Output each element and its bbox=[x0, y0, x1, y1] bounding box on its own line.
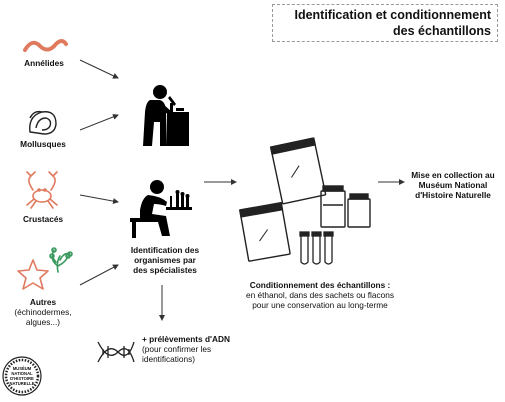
dna-line-1: + prélèvements d'ADN bbox=[142, 334, 230, 344]
identification-line-3: des spécialistes bbox=[133, 265, 197, 275]
dna-line-2: (pour confirmer les bbox=[142, 344, 212, 354]
label-collection: Mise en collection au Muséum National d'… bbox=[404, 170, 502, 200]
label-crustaces: Crustacés bbox=[22, 214, 64, 224]
shell-icon bbox=[29, 110, 57, 135]
logo-line-1: MUSÉUM bbox=[12, 366, 32, 371]
collection-line-3: d'Histoire Naturelle bbox=[415, 190, 491, 200]
flask-icon bbox=[347, 193, 371, 228]
logo-line-3: NATURELLE bbox=[9, 381, 35, 386]
sample-bag-icon bbox=[238, 201, 291, 262]
starfish-icon bbox=[17, 259, 49, 290]
label-autres-sub-2: algues...) bbox=[25, 317, 61, 327]
identification-line-1: Identification des bbox=[130, 245, 200, 255]
diagram-title-line-1: Identification et conditionnement bbox=[294, 8, 491, 22]
conditioning-title: Conditionnement des échantillons : bbox=[249, 280, 391, 290]
worm-icon bbox=[23, 39, 68, 52]
identification-line-2: organismes par bbox=[134, 255, 196, 265]
label-autres-sub-1: (échinodermes, bbox=[14, 307, 72, 317]
conditioning-line-3: pour une conservation au long-terme bbox=[252, 300, 388, 310]
diagram-title-line-2: des échantillons bbox=[393, 24, 491, 38]
scientist-microscope-icon bbox=[143, 85, 189, 146]
label-autres-title: Autres bbox=[29, 297, 57, 307]
tube-icon bbox=[299, 231, 334, 265]
arrow-mollusques bbox=[79, 114, 119, 131]
scientist-bench-icon bbox=[130, 180, 192, 238]
conditioning-line-2: en éthanol, dans des sachets ou flacons bbox=[245, 290, 395, 300]
sample-bag-icon bbox=[269, 137, 327, 205]
dna-line-3: identifications) bbox=[142, 354, 196, 364]
flask-icon bbox=[320, 185, 346, 228]
diagram-title-box: Identification et conditionnement des éc… bbox=[272, 4, 498, 42]
algae-icon bbox=[49, 247, 73, 273]
collection-line-1: Mise en collection au bbox=[411, 170, 495, 180]
museum-logo-text: MUSÉUM NATIONAL D'HISTOIRE NATURELLE bbox=[6, 366, 38, 386]
label-identification: Identification des organismes par des sp… bbox=[124, 245, 206, 275]
logo-line-2: NATIONAL D'HISTOIRE bbox=[10, 371, 34, 381]
label-annelides: Annélides bbox=[24, 58, 64, 68]
label-dna: + prélèvements d'ADN (pour confirmer les… bbox=[142, 334, 242, 364]
museum-logo bbox=[2, 356, 42, 396]
dna-icon bbox=[97, 341, 135, 363]
label-mollusques: Mollusques bbox=[20, 139, 66, 149]
label-conditioning: Conditionnement des échantillons : en ét… bbox=[232, 280, 408, 310]
arrow-crustaces bbox=[79, 194, 119, 205]
arrow-annelides bbox=[79, 59, 119, 79]
arrow-autres bbox=[79, 264, 119, 286]
collection-line-2: Muséum National bbox=[418, 180, 488, 190]
crab-icon bbox=[26, 171, 58, 209]
label-autres: Autres (échinodermes, algues...) bbox=[8, 297, 78, 327]
